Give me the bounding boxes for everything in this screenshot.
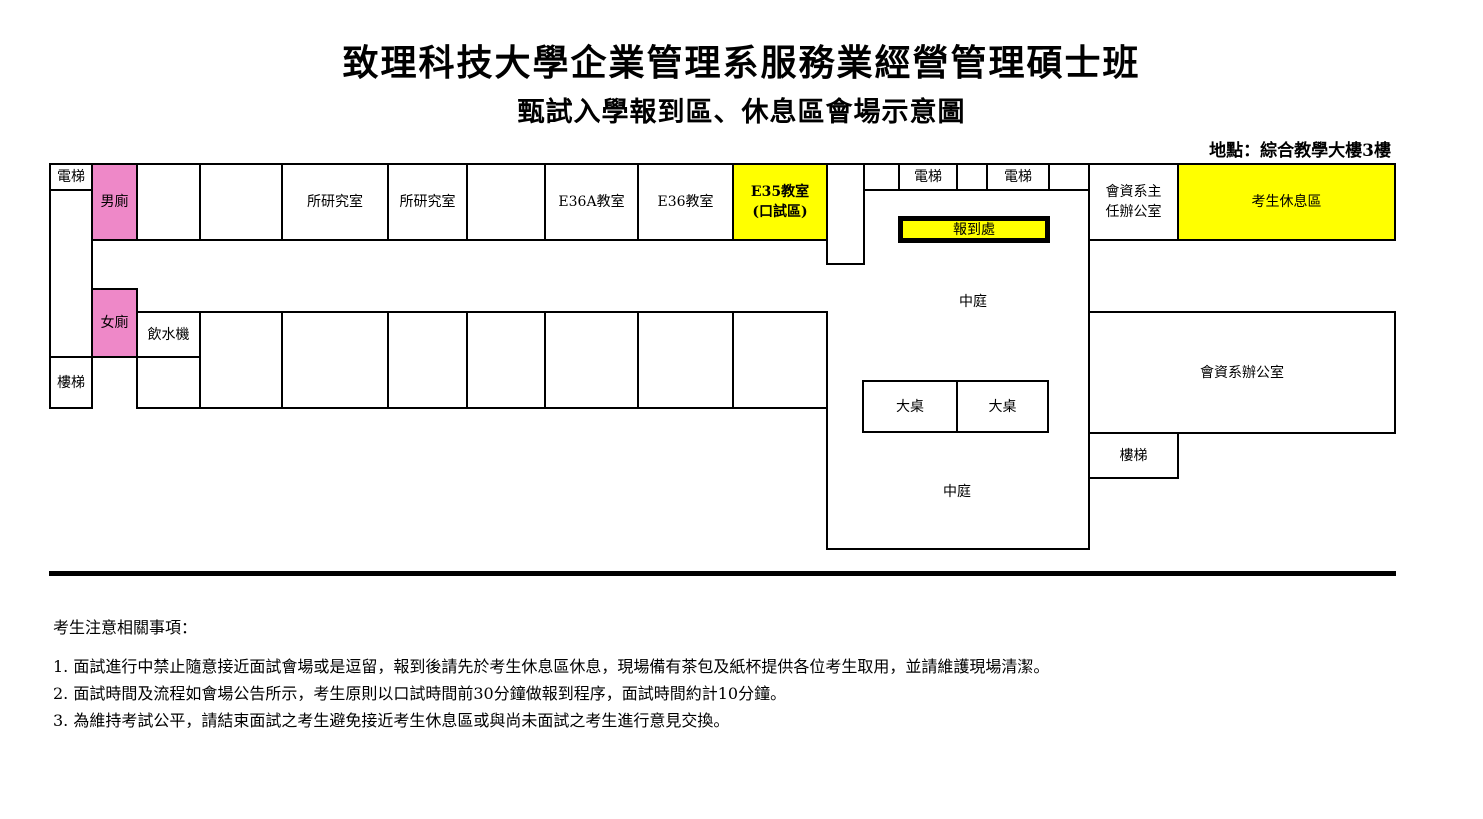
elevator-left: 電梯 [49,163,93,191]
checkin-desk-label: 報到處 [953,221,995,238]
room-bottom-0 [136,356,201,409]
stairs-left-label: 樓梯 [57,374,85,391]
courtyard-top-label: 中庭 [959,294,987,310]
classroom-e36a: E36A教室 [544,163,639,241]
room-top-1 [136,163,201,241]
room-bottom-2 [281,311,389,409]
water-fountain-label: 飲水機 [147,326,190,343]
section-divider [49,571,1396,576]
classroom-e35-interview: E35教室 (口試區) [732,163,828,241]
note-item: 2. 面試時間及流程如會場公告所示，考生原則以口試時間前30分鐘做報到程序，面試… [53,684,787,703]
stairs-right: 樓梯 [1088,432,1179,479]
note-item: 3. 為維持考試公平，請結束面試之考生避免接近考生休息區或與尚未面試之考生進行意… [53,711,730,730]
room-bottom-5 [544,311,639,409]
classroom-e36-label: E36教室 [657,194,714,210]
research-room-2: 所研究室 [387,163,468,241]
stairs-left: 樓梯 [49,356,93,409]
water-fountain: 飲水機 [136,311,201,358]
dept-office-label: 會資系辦公室 [1200,364,1284,381]
elevator-mid-2: 電梯 [986,163,1050,191]
classroom-e36: E36教室 [637,163,734,241]
dept-director-label-1: 會資系主 [1105,184,1162,200]
dept-director-label-2: 任辦公室 [1105,204,1162,220]
elevator-mid-1-label: 電梯 [914,169,942,185]
courtyard-bottom-label: 中庭 [943,484,971,500]
room-top-3 [466,163,546,241]
womens-restroom-label: 女廁 [100,315,129,331]
table-1-label: 大桌 [896,398,924,415]
mens-restroom-label: 男廁 [100,194,129,210]
checkin-desk: 報到處 [898,216,1050,243]
classroom-e35-label: E35教室 [750,184,810,200]
table-1: 大桌 [862,380,958,433]
room-bottom-6 [637,311,734,409]
pillar [826,163,865,265]
elevator-left-label: 電梯 [57,169,85,185]
courtyard-bottom-wall [826,548,1090,550]
mens-restroom: 男廁 [91,163,138,241]
table-2-label: 大桌 [988,398,1017,415]
notes-title: 考生注意相關事項： [53,618,198,637]
elevator-mid-2-label: 電梯 [1004,169,1032,185]
table-2: 大桌 [956,380,1049,433]
research-room-1: 所研究室 [281,163,389,241]
page-subtitle: 甄試入學報到區、休息區會場示意圖 [517,97,966,128]
location-label: 地點：綜合教學大樓3樓 [1209,141,1391,161]
room-top-2 [199,163,283,241]
research-room-2-label: 所研究室 [399,194,456,210]
dept-office: 會資系辦公室 [1088,311,1396,434]
interview-area-label: (口試區) [752,204,808,220]
rest-area: 考生休息區 [1177,163,1396,241]
womens-restroom: 女廁 [91,288,138,358]
dept-director-office: 會資系主 任辦公室 [1088,163,1179,241]
courtyard-left-wall [826,311,828,550]
page-title: 致理科技大學企業管理系服務業經營管理碩士班 [342,42,1141,84]
room-bottom-4 [466,311,546,409]
rest-area-label: 考生休息區 [1251,194,1322,210]
note-item: 1. 面試進行中禁止隨意接近面試會場或是逗留，報到後請先於考生休息區休息，現場備… [53,657,1050,676]
classroom-e36a-label: E36A教室 [558,194,625,210]
checkin-desk-inner: 報到處 [903,221,1045,238]
room-bottom-7 [732,311,828,409]
elevator-mid-1: 電梯 [898,163,958,191]
research-room-1-label: 所研究室 [307,194,363,210]
room-bottom-3 [387,311,468,409]
room-bottom-1 [199,311,283,409]
stairs-right-label: 樓梯 [1119,447,1148,464]
